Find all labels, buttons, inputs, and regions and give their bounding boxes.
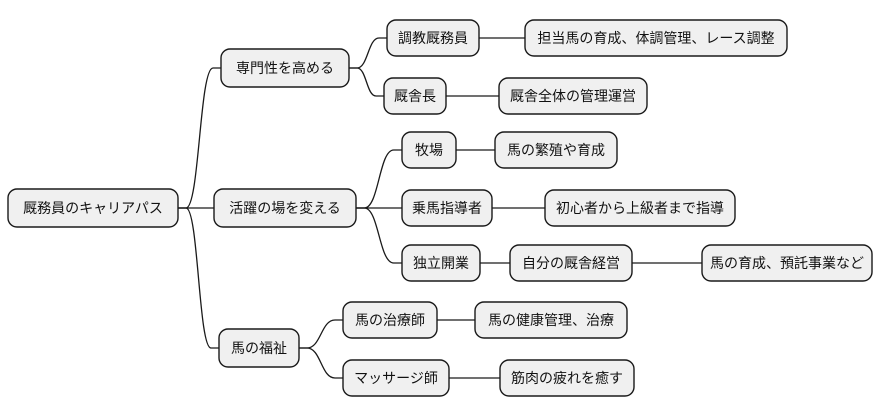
mindmap-node-c7[interactable]: マッサージ師 (342, 359, 450, 397)
node-shape-d1 (524, 19, 788, 57)
node-label-d7: 筋肉の疲れを癒す (511, 370, 623, 387)
node-label-d2: 厩舎全体の管理運営 (510, 88, 636, 105)
node-label-c3: 牧場 (415, 143, 443, 159)
node-shape-c2 (383, 77, 447, 115)
mindmap-node-d3[interactable]: 馬の繁殖や育成 (494, 131, 618, 169)
edge-b1-to-c1 (348, 37, 388, 69)
edge-b1-to-c2 (348, 67, 385, 97)
node-shape-d4 (544, 189, 736, 227)
node-label-d4: 初心者から上級者まで指導 (556, 200, 724, 217)
node-label-e1: 馬の育成、預託事業など (710, 256, 864, 272)
node-shape-d5 (509, 244, 633, 282)
node-shape-c3 (401, 131, 457, 169)
mindmap-node-b2[interactable]: 活躍の場を変える (213, 188, 357, 228)
node-label-c7: マッサージ師 (354, 371, 438, 387)
node-shape-e1 (701, 244, 873, 282)
mindmap-node-d6[interactable]: 馬の健康管理、治療 (474, 301, 628, 339)
node-shape-c5 (401, 244, 481, 282)
mindmap-node-root[interactable]: 厩務員のキャリアパス (7, 188, 179, 228)
node-label-b3: 馬の福祉 (231, 341, 287, 357)
node-shape-b2 (213, 188, 357, 228)
node-shape-d2 (498, 77, 648, 115)
node-label-c2: 厩舎長 (394, 89, 436, 105)
edge-root-to-b1 (177, 67, 222, 209)
node-label-c5: 独立開業 (413, 256, 469, 272)
edge-b2-to-c5 (355, 207, 403, 264)
mindmap-node-c6[interactable]: 馬の治療師 (342, 301, 438, 339)
node-label-b1: 専門性を高める (236, 60, 334, 77)
node-label-d3: 馬の繁殖や育成 (507, 142, 605, 159)
node-shape-d3 (494, 131, 618, 169)
node-label-b2: 活躍の場を変える (229, 200, 341, 217)
node-shape-c7 (342, 359, 450, 397)
node-label-c6: 馬の治療師 (355, 312, 425, 329)
mindmap-node-d1[interactable]: 担当馬の育成、体調管理、レース調整 (524, 19, 788, 57)
node-label-d5: 自分の厩舎経営 (522, 256, 620, 272)
edge-b3-to-c7 (298, 347, 344, 379)
edge-root-to-b3 (177, 207, 220, 349)
mindmap-node-e1[interactable]: 馬の育成、預託事業など (701, 244, 873, 282)
node-shape-d6 (474, 301, 628, 339)
mindmap-node-c5[interactable]: 独立開業 (401, 244, 481, 282)
node-shape-b3 (218, 328, 300, 368)
node-label-c1: 調教厩務員 (398, 31, 468, 47)
mindmap-node-b1[interactable]: 専門性を高める (220, 48, 350, 88)
edge-b3-to-c6 (298, 319, 344, 349)
mindmap-node-d7[interactable]: 筋肉の疲れを癒す (499, 359, 635, 397)
node-shape-b1 (220, 48, 350, 88)
node-shape-c4 (401, 189, 493, 227)
mindmap-node-c1[interactable]: 調教厩務員 (386, 19, 480, 57)
mindmap-node-c2[interactable]: 厩舎長 (383, 77, 447, 115)
mindmap-node-b3[interactable]: 馬の福祉 (218, 328, 300, 368)
mindmap-node-d2[interactable]: 厩舎全体の管理運営 (498, 77, 648, 115)
mindmap-node-d5[interactable]: 自分の厩舎経営 (509, 244, 633, 282)
node-label-d1: 担当馬の育成、体調管理、レース調整 (537, 31, 774, 47)
edge-b2-to-c3 (355, 149, 403, 209)
node-shape-d7 (499, 359, 635, 397)
mindmap-node-d4[interactable]: 初心者から上級者まで指導 (544, 189, 736, 227)
node-shape-c1 (386, 19, 480, 57)
node-label-d6: 馬の健康管理、治療 (488, 312, 614, 329)
mindmap-node-c4[interactable]: 乗馬指導者 (401, 189, 493, 227)
edges-layer (177, 37, 703, 379)
mindmap-node-c3[interactable]: 牧場 (401, 131, 457, 169)
node-shape-c6 (342, 301, 438, 339)
node-label-root: 厩務員のキャリアパス (23, 201, 163, 217)
node-shape-root (7, 188, 179, 228)
node-label-c4: 乗馬指導者 (412, 201, 482, 217)
